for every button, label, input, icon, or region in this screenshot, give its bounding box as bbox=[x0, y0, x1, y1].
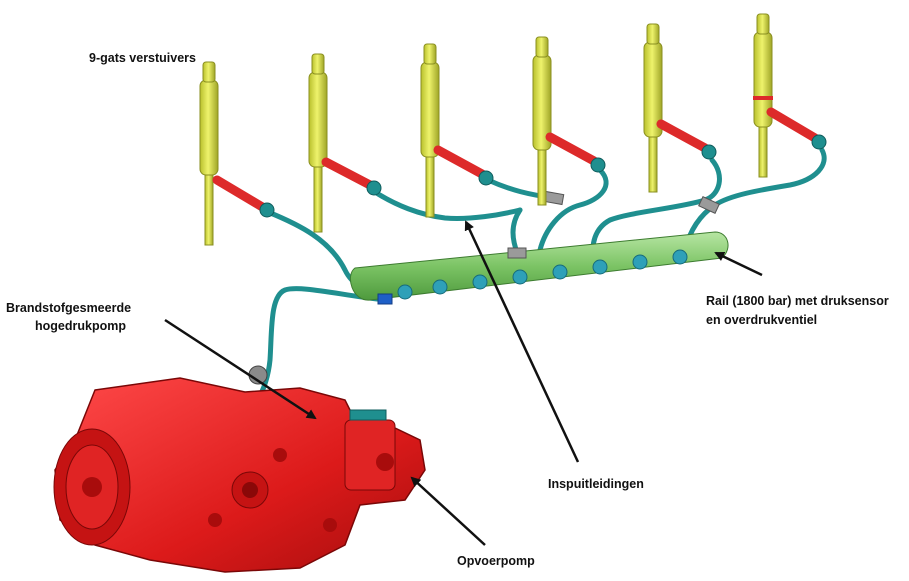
injector-5 bbox=[644, 24, 716, 192]
injector-2 bbox=[309, 54, 381, 232]
label-pump-line2: hogedrukpomp bbox=[35, 318, 126, 335]
label-injectors: 9-gats verstuivers bbox=[89, 50, 196, 67]
injector-6 bbox=[753, 14, 826, 177]
injector-1 bbox=[200, 62, 274, 245]
label-rail-line1: Rail (1800 bar) met druksensor bbox=[706, 293, 889, 310]
label-rail-line2: en overdrukventiel bbox=[706, 312, 817, 329]
arrow-rail bbox=[716, 253, 762, 275]
high-pressure-pump bbox=[54, 366, 425, 572]
label-feed-pump: Opvoerpomp bbox=[457, 553, 535, 570]
label-injection-lines: Inspuitleidingen bbox=[548, 476, 644, 493]
label-pump-line1: Brandstofgesmeerde bbox=[6, 300, 131, 317]
injector-3 bbox=[421, 44, 493, 217]
injector-4 bbox=[533, 37, 605, 205]
arrow-feed-pump bbox=[412, 478, 485, 545]
